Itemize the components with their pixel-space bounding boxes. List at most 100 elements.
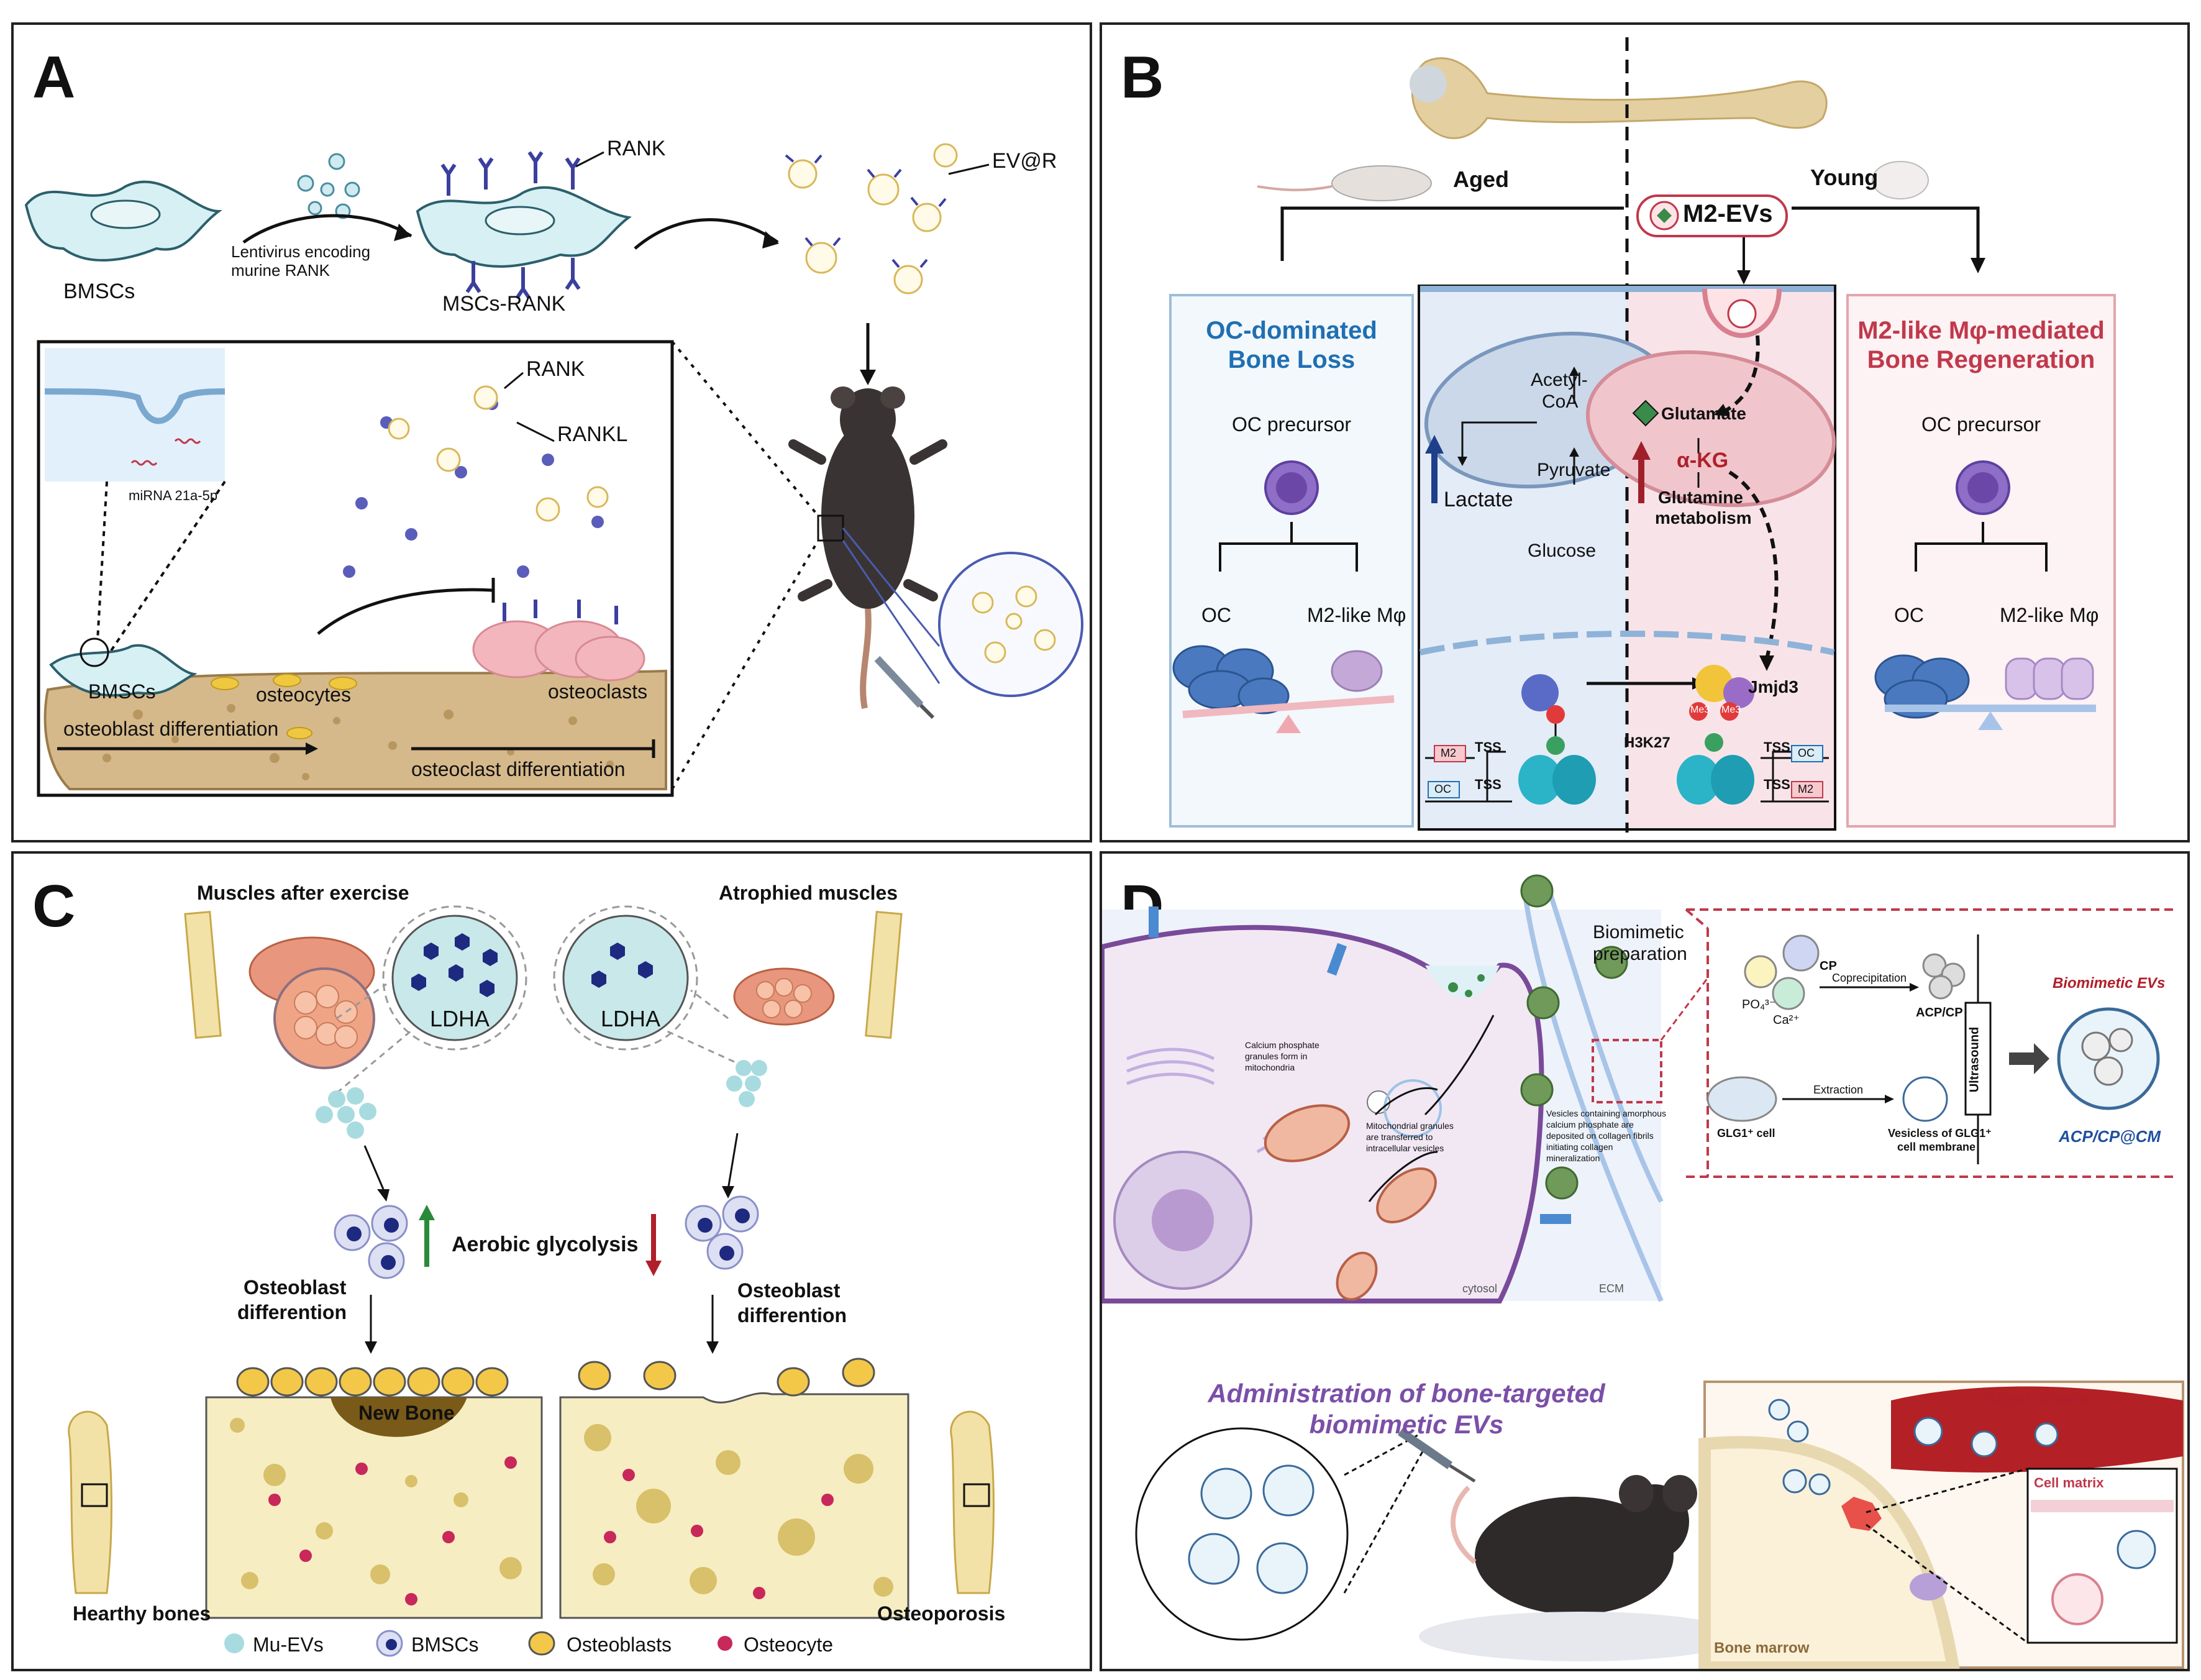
panel-c-label: C xyxy=(32,873,76,939)
biomimetic-evs-label: Biomimetic EVs xyxy=(2053,975,2166,992)
admin-title-2: biomimetic EVs xyxy=(1309,1410,1504,1439)
lentivirus-label-1: Lentivirus encoding xyxy=(231,242,371,261)
right-title-1: M2-like Mφ-mediated xyxy=(1857,317,2105,344)
m2-right: M2-like Mφ xyxy=(2000,604,2099,626)
m2-left: M2-like Mφ xyxy=(1307,604,1406,626)
oc-precursor-left: OC precursor xyxy=(1231,413,1352,436)
osteoblast-left-1: Osteoblast xyxy=(244,1276,347,1299)
aerobic-label: Aerobic glycolysis xyxy=(452,1233,639,1256)
panel-a-label: A xyxy=(32,44,76,111)
bmscs-label: BMSCs xyxy=(63,280,135,303)
healthy-label: Hearthy bones xyxy=(73,1602,211,1625)
bmscs-bottom-label: BMSCs xyxy=(88,680,156,703)
rankl-label: RANKL xyxy=(557,422,628,446)
acpcp-label: ACP/CP xyxy=(1916,1006,1963,1020)
vesicles-text-5: mineralization xyxy=(1546,1153,1600,1163)
calcium-text-2: granules form in xyxy=(1245,1051,1308,1061)
panel-b: B xyxy=(1100,22,2190,842)
mscs-rank-label: MSCs-RANK xyxy=(442,292,566,316)
ultrasound-label: Ultrasound xyxy=(1967,1026,1982,1093)
acetyl-1: Acetyl- xyxy=(1531,370,1588,390)
mito-text-3: intracellular vesicles xyxy=(1366,1143,1444,1153)
me3a-label: Me3 xyxy=(1690,705,1710,715)
vesicless-2: cell membrane xyxy=(1897,1141,1976,1153)
h3k27-label: H3K27 xyxy=(1624,734,1670,751)
acetyl-2: CoA xyxy=(1542,391,1579,412)
osteoclast-diff-label: osteoclast differentiation xyxy=(411,758,626,780)
legend-osteocyte: Osteocyte xyxy=(744,1633,834,1656)
panel-c-art xyxy=(68,905,995,1657)
lactate-label: Lactate xyxy=(1444,488,1513,511)
glutamine-1: Glutamine xyxy=(1658,488,1743,507)
pyruvate-label: Pyruvate xyxy=(1537,460,1611,480)
biomimetic-prep-2: preparation xyxy=(1593,944,1687,964)
cell-matrix-label: Cell matrix xyxy=(2034,1475,2104,1491)
tss4: TSS xyxy=(1764,777,1790,792)
acpcpcm-label: ACP/CP@CM xyxy=(2059,1127,2161,1146)
panel-c: C xyxy=(11,851,1092,1671)
osteoblast-left-2: differention xyxy=(237,1301,347,1323)
m2-tag-right: M2 xyxy=(1798,783,1814,795)
biomimetic-prep-1: Biomimetic xyxy=(1593,922,1684,943)
vesicles-text-2: calcium phosphate are xyxy=(1546,1120,1634,1130)
me3b-label: Me3 xyxy=(1721,705,1741,715)
vesicles-text-4: initiating collagen xyxy=(1546,1142,1613,1152)
panel-a: A xyxy=(11,22,1092,842)
mirna-label: miRNA 21a-5p xyxy=(129,488,218,503)
mito-text-1: Mitochondrial granules xyxy=(1366,1121,1454,1131)
vesicles-text-3: deposited on collagen fibrils xyxy=(1546,1131,1654,1141)
osteoclasts-label: osteoclasts xyxy=(548,680,648,703)
blood-stream-label: Blood stream xyxy=(1984,1389,2088,1408)
muscles-after-label: Muscles after exercise xyxy=(197,882,409,904)
osteoporosis-label: Osteoporosis xyxy=(877,1602,1006,1625)
oc-left: OC xyxy=(1201,604,1231,626)
legend-osteoblasts: Osteoblasts xyxy=(567,1633,672,1656)
osteoblast-right-2: differention xyxy=(737,1304,847,1326)
oc-right: OC xyxy=(1894,604,1924,626)
glutamine-2: metabolism xyxy=(1655,508,1752,527)
panel-d-art xyxy=(1102,874,2187,1669)
vesicless-1: Vesicless of GLG1⁺ xyxy=(1888,1127,1992,1139)
legend-mu-evs: Mu-EVs xyxy=(253,1633,324,1656)
new-bone-label: New Bone xyxy=(358,1402,455,1424)
extraction-label: Extraction xyxy=(1813,1084,1864,1096)
ecm-label: ECM xyxy=(1599,1282,1624,1295)
osteocytes-label: osteocytes xyxy=(256,683,351,706)
lentivirus-label-2: murine RANK xyxy=(231,261,330,280)
osteoblast-right-1: Osteoblast xyxy=(737,1279,841,1302)
m2-tag-left: M2 xyxy=(1441,747,1457,759)
tss3: TSS xyxy=(1764,739,1790,755)
panel-d: D xyxy=(1100,851,2190,1671)
glg1cell-label: GLG1⁺ cell xyxy=(1717,1127,1775,1139)
vesicles-text-1: Vesicles containing amorphous xyxy=(1546,1108,1667,1118)
rank-inset-label: RANK xyxy=(526,357,585,381)
left-title-2: Bone Loss xyxy=(1228,346,1356,373)
ldha-left-label: LDHA xyxy=(430,1006,490,1031)
cp-label: CP xyxy=(1820,959,1837,973)
m2evs-label: M2-EVs xyxy=(1683,200,1773,227)
tss1: TSS xyxy=(1475,739,1502,755)
rank-top-label: RANK xyxy=(607,137,666,160)
ldha-right-label: LDHA xyxy=(601,1006,661,1031)
jmjd3-label: Jmjd3 xyxy=(1748,677,1798,696)
cytosol-label: cytosol xyxy=(1462,1282,1498,1295)
coprecip-label: Coprecipitation xyxy=(1832,972,1907,984)
tss2: TSS xyxy=(1475,777,1502,792)
osteoblast-diff-label: osteoblast differentiation xyxy=(63,718,279,740)
left-title-1: OC-dominated xyxy=(1206,317,1377,344)
bone-marrow-label: Bone marrow xyxy=(1714,1640,1810,1656)
atrophied-label: Atrophied muscles xyxy=(719,882,898,904)
akg-label: α-KG xyxy=(1677,449,1729,472)
oc-tag-left: OC xyxy=(1434,783,1451,795)
po4-label: PO₄³⁻ xyxy=(1742,998,1776,1011)
panel-a-art xyxy=(24,143,1083,797)
oc-tag-right: OC xyxy=(1798,747,1815,759)
panel-b-label: B xyxy=(1121,44,1164,111)
panel-b-art xyxy=(1169,37,2116,833)
oc-precursor-right: OC precursor xyxy=(1921,413,2041,436)
mito-text-2: are transferred to xyxy=(1366,1132,1433,1142)
legend-bmscs: BMSCs xyxy=(411,1633,479,1656)
admin-title-1: Administration of bone-targeted xyxy=(1208,1379,1605,1408)
ca-label: Ca²⁺ xyxy=(1773,1013,1800,1027)
young-label: Young xyxy=(1810,165,1879,190)
